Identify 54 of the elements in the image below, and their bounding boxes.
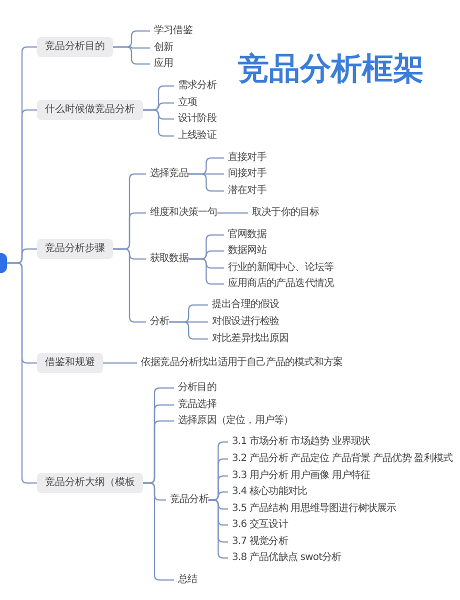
subtopic-text: 3.3 用户分析 用户画像 用户特征 [228,470,370,482]
connector-line [7,262,37,484]
subtopic-text: 3.4 核心功能对比 [228,486,308,498]
subtopic-text: 3.1 市场分析 市场趋势 业界现状 [228,436,370,448]
connector-line [103,362,137,364]
connector-line [113,46,150,65]
connector-line [217,212,248,214]
subtopic-text: 对假设进行检验 [208,316,280,328]
subtopic-text: 竞品选择 [174,399,216,411]
subtopic-text: 3.2 产品分析 产品定位 产品背景 产品优势 盈利模式 [228,453,453,465]
connector-line [113,248,146,323]
subtopic-text: 官网数据 [224,229,266,241]
subtopic-text: 立项 [174,97,198,109]
subtopic-text: 应用 [150,58,174,70]
subtopic-text: 提出合理的假设 [208,299,280,311]
subtopic-text: 行业的新闻中心、论坛等 [224,262,334,274]
subtopic-text: 3.8 产品优缺点 swot分析 [228,552,342,564]
connector-line [188,258,224,285]
root-node [0,253,7,273]
subtopic-text: 3.7 视觉分析 [228,536,288,548]
subtopic-text: 取决于你的目标 [248,207,320,219]
subtopic-text: 上线验证 [174,130,216,142]
subtopic-text: 间接对手 [224,168,266,180]
subtopic-text: 3.5 产品结构 用思维导图进行树状展示 [228,503,396,515]
connector-line [143,109,174,137]
diagram-title: 竞品分析框架 [238,50,424,88]
subtopic-text: 潜在对手 [224,185,266,197]
subtopic-text: 选择原因（定位，用户等） [174,415,294,427]
connector-line [188,173,224,192]
subtopic-text: 总结 [174,574,198,586]
topic-box: 竞品分析步骤 [37,239,113,259]
subtopic-text: 应用商店的产品迭代情况 [224,278,334,290]
connector-line [143,482,174,581]
subtopic-text: 设计阶段 [174,113,216,125]
subtopic-text: 竞品分析 [166,494,208,506]
subtopic-text: 选择竞品 [146,168,188,180]
connector-line [208,499,228,559]
subtopic-text: 3.6 交互设计 [228,519,288,531]
topic-box: 什么时候做竞品分析 [37,100,143,120]
subtopic-text: 对比差异找出原因 [208,333,289,345]
subtopic-text: 学习借鉴 [150,25,192,37]
subtopic-text: 需求分析 [174,80,216,92]
topic-box: 竞品分析大纲（模板 [37,473,143,493]
subtopic-text: 直接对手 [224,152,266,164]
topic-box: 借鉴和规避 [37,353,103,373]
subtopic-text: 分析目的 [174,382,216,394]
subtopic-text: 创新 [150,42,174,54]
subtopic-text: 分析 [146,316,170,328]
connector-line [169,321,208,340]
subtopic-text: 维度和决策一句 [146,207,218,219]
subtopic-text: 获取数据 [146,253,188,265]
subtopic-text: 依据竞品分析找出适用于自己产品的模式和方案 [137,357,343,369]
topic-box: 竞品分析目的 [37,37,113,57]
subtopic-text: 数据网站 [224,245,266,257]
